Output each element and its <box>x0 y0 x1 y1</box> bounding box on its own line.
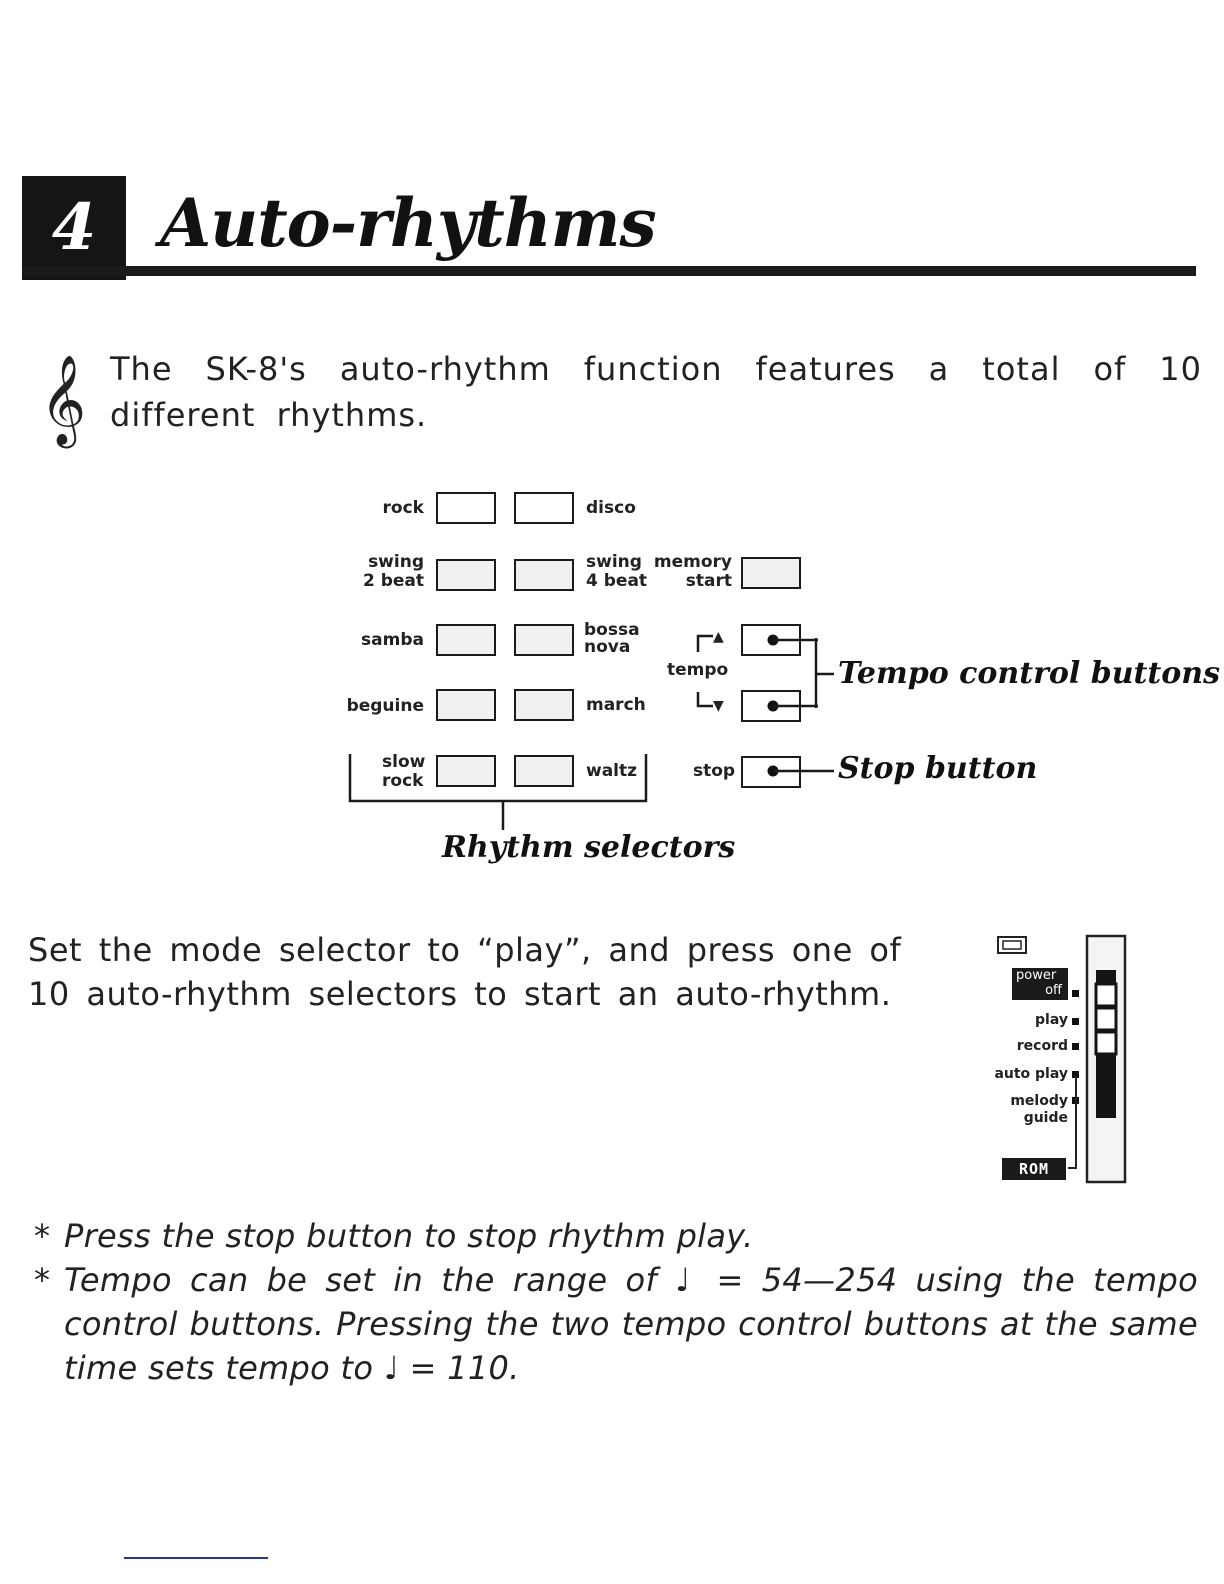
label-beguine: beguine <box>346 696 424 716</box>
tempo-down-arrow-icon: ▼ <box>713 698 724 714</box>
samba-button[interactable] <box>436 624 496 656</box>
memory-start-button[interactable] <box>741 557 801 589</box>
label-tempo: tempo <box>667 660 729 680</box>
tempo-up-arrow-icon: ▲ <box>713 629 724 645</box>
mode-melody-guide-label: melody guide <box>1010 1093 1068 1126</box>
label-march: march <box>586 695 646 715</box>
rom-badge: ROM <box>1002 1158 1066 1180</box>
label-slow-rock: slow rock <box>382 752 426 791</box>
mode-play-label: play <box>1035 1012 1068 1028</box>
label-waltz: waltz <box>586 761 638 781</box>
march-button[interactable] <box>514 689 574 721</box>
note-tempo: * Tempo can be set in the range of ♩ = 5… <box>34 1258 1198 1390</box>
note-stop: * Press the stop button to stop rhythm p… <box>34 1214 1198 1258</box>
waltz-button[interactable] <box>514 755 574 787</box>
slow-rock-button[interactable] <box>436 755 496 787</box>
quarter-note-icon: ♩ <box>383 1349 400 1387</box>
label-stop: stop <box>693 761 736 781</box>
label-rock: rock <box>382 498 424 518</box>
label-disco: disco <box>586 498 636 518</box>
bossa-nova-button[interactable] <box>514 624 574 656</box>
note-text: Tempo can be set in the range of ♩ = 54—… <box>64 1258 1198 1390</box>
disco-button[interactable] <box>514 492 574 524</box>
note-text-part: = 54—254 using the tempo control buttons… <box>64 1261 1198 1387</box>
label-bossa-nova: bossa nova <box>584 620 640 657</box>
power-label: power <box>1016 968 1057 983</box>
power-off-position: power off <box>1012 968 1068 1000</box>
label-memory-start: memory start <box>653 552 732 591</box>
label-swing-4-beat: swing 4 beat <box>586 552 648 591</box>
note-bullet: * <box>34 1217 51 1255</box>
note-text: Press the stop button to stop rhythm pla… <box>64 1217 754 1255</box>
off-label: off <box>1045 983 1062 998</box>
note-text-part: = 110. <box>409 1349 520 1387</box>
callout-stop-button: Stop button <box>838 751 1038 786</box>
callout-rhythm-selectors: Rhythm selectors <box>442 830 736 865</box>
treble-clef-icon: 𝄞 <box>40 355 87 445</box>
mode-auto-play-label: auto play <box>994 1066 1068 1082</box>
mode-instructions: Set the mode selector to “play”, and pre… <box>28 931 902 1013</box>
note-text-part: Tempo can be set in the range of <box>64 1261 657 1299</box>
mode-record-label: record <box>1016 1038 1068 1054</box>
rock-button[interactable] <box>436 492 496 524</box>
title-rule <box>22 266 1196 276</box>
notes: * Press the stop button to stop rhythm p… <box>34 1214 1198 1390</box>
intro-paragraph: The SK-8's auto-rhythm function features… <box>110 350 1202 434</box>
footer-rule <box>124 1557 268 1559</box>
chapter-title: Auto-rhythms <box>160 184 657 262</box>
quarter-note-icon: ♩ <box>675 1261 699 1299</box>
swing-4-beat-button[interactable] <box>514 559 574 591</box>
chapter-number-box <box>22 176 126 280</box>
callout-tempo-control-buttons: Tempo control buttons <box>838 656 1220 691</box>
chapter-number: 4 <box>51 190 97 265</box>
swing-2-beat-button[interactable] <box>436 559 496 591</box>
beguine-button[interactable] <box>436 689 496 721</box>
note-bullet: * <box>34 1261 51 1299</box>
label-samba: samba <box>361 630 424 650</box>
label-swing-2-beat: swing 2 beat <box>362 552 424 591</box>
